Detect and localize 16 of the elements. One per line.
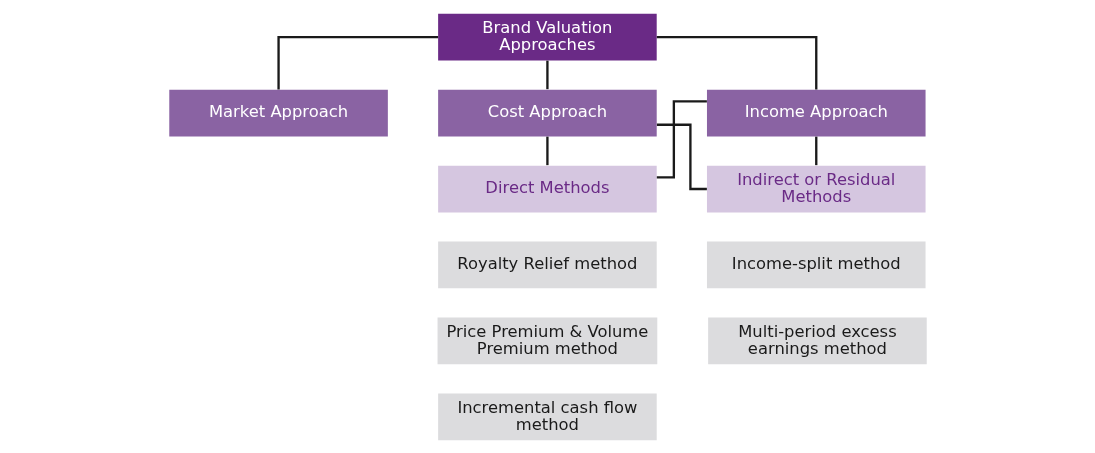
node-box: Incremental cash flow method	[437, 393, 657, 440]
node-box: Income-split method	[706, 241, 926, 288]
node-box: Royalty Relief method	[437, 241, 657, 288]
connector	[545, 136, 549, 165]
node-box: Market Approach	[168, 89, 388, 136]
connector	[276, 35, 438, 89]
node-box: Income Approach	[706, 89, 926, 136]
node-box: Cost Approach	[437, 89, 657, 136]
connector	[656, 35, 817, 89]
node-box: Direct Methods	[437, 165, 657, 212]
node-box: Price Premium & Volume Premium method	[437, 317, 657, 364]
connector	[545, 60, 549, 89]
node-box: Indirect or Residual Methods	[706, 165, 926, 212]
node-box: Brand Valuation Approaches	[437, 13, 657, 60]
connector	[814, 136, 817, 165]
node-box: Multi-period excess earnings method	[707, 317, 927, 364]
